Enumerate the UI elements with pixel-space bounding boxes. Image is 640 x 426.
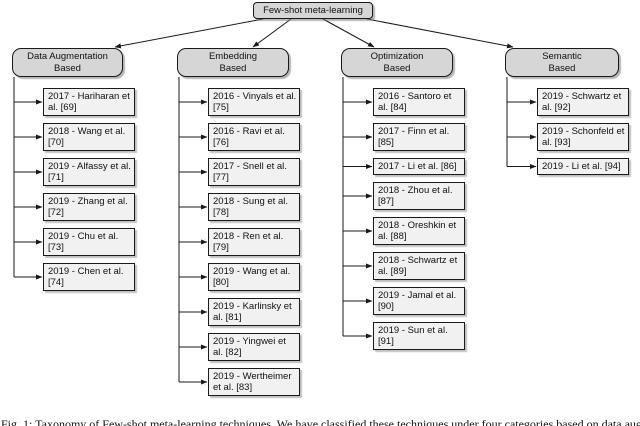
leaf-node: 2019 - Karlinsky et al. [81] xyxy=(208,298,300,326)
leaf-node: 2017 - Li et al. [86] xyxy=(373,158,465,175)
leaf-node: 2019 - Alfassy et al. [71] xyxy=(43,158,135,186)
leaf-node: 2018 - Wang et al. [70] xyxy=(43,123,135,151)
figure-caption: Fig. 1: Taxonomy of Few-shot meta-learni… xyxy=(1,417,640,426)
category-label-line2: Based xyxy=(548,62,576,74)
category-label-line1: Embedding xyxy=(208,50,258,62)
leaf-node: 2016 - Vinyals et al. [75] xyxy=(208,88,300,116)
category-node-optimization-based: Optimization Based xyxy=(341,48,453,77)
category-label-line1: Semantic xyxy=(542,50,582,62)
leaf-column-embedding: 2016 - Vinyals et al. [75] 2016 - Ravi et… xyxy=(208,88,300,396)
leaf-node: 2019 - Zhang et al. [72] xyxy=(43,193,135,221)
category-node-semantic-based: Semantic Based xyxy=(505,48,619,77)
category-node-data-augmentation-based: Data Augmentation Based xyxy=(12,48,123,77)
leaf-column-optimization: 2016 - Santoro et al. [84] 2017 - Finn et… xyxy=(373,88,465,350)
leaf-node: 2018 - Ren et al. [79] xyxy=(208,228,300,256)
leaf-node: 2019 - Yingwei et al. [82] xyxy=(208,333,300,361)
leaf-node: 2017 - Snell et al. [77] xyxy=(208,158,300,186)
leaf-node: 2019 - Chu et al. [73] xyxy=(43,228,135,256)
leaf-node: 2016 - Ravi et al. [76] xyxy=(208,123,300,151)
leaf-node: 2018 - Oreshkin et al. [88] xyxy=(373,217,465,245)
leaf-node: 2017 - Hariharan et al. [69] xyxy=(43,88,135,116)
category-label-line2: Based xyxy=(383,62,411,74)
leaf-node: 2016 - Santoro et al. [84] xyxy=(373,88,465,116)
category-label-line2: Based xyxy=(219,62,247,74)
leaf-node: 2018 - Sung et al. [78] xyxy=(208,193,300,221)
leaf-node: 2019 - Jamal et al. [90] xyxy=(373,287,465,315)
leaf-column-data-augmentation: 2017 - Hariharan et al. [69] 2018 - Wang … xyxy=(43,88,135,291)
category-label-line1: Data Augmentation xyxy=(27,50,108,62)
leaf-node: 2019 - Wertheimer et al. [83] xyxy=(208,368,300,396)
leaf-node: 2019 - Schonfeld et al. [93] xyxy=(537,123,629,151)
leaf-node: 2019 - Wang et al. [80] xyxy=(208,263,300,291)
leaf-node: 2019 - Chen et al. [74] xyxy=(43,263,135,291)
category-node-embedding-based: Embedding Based xyxy=(177,48,289,77)
leaf-node: 2018 - Schwartz et al. [89] xyxy=(373,252,465,280)
leaf-node: 2019 - Li et al. [94] xyxy=(537,158,629,175)
root-node-few-shot-meta-learning: Few-shot meta-learning xyxy=(253,2,373,19)
category-label-line2: Based xyxy=(54,62,81,74)
leaf-column-semantic: 2019 - Schwartz et al. [92] 2019 - Schonf… xyxy=(537,88,629,175)
leaf-node: 2018 - Zhou et al. [87] xyxy=(373,182,465,210)
leaf-node: 2019 - Schwartz et al. [92] xyxy=(537,88,629,116)
category-label-line1: Optimization xyxy=(370,50,424,62)
leaf-node: 2019 - Sun et al. [91] xyxy=(373,322,465,350)
leaf-node: 2017 - Finn et al. [85] xyxy=(373,123,465,151)
